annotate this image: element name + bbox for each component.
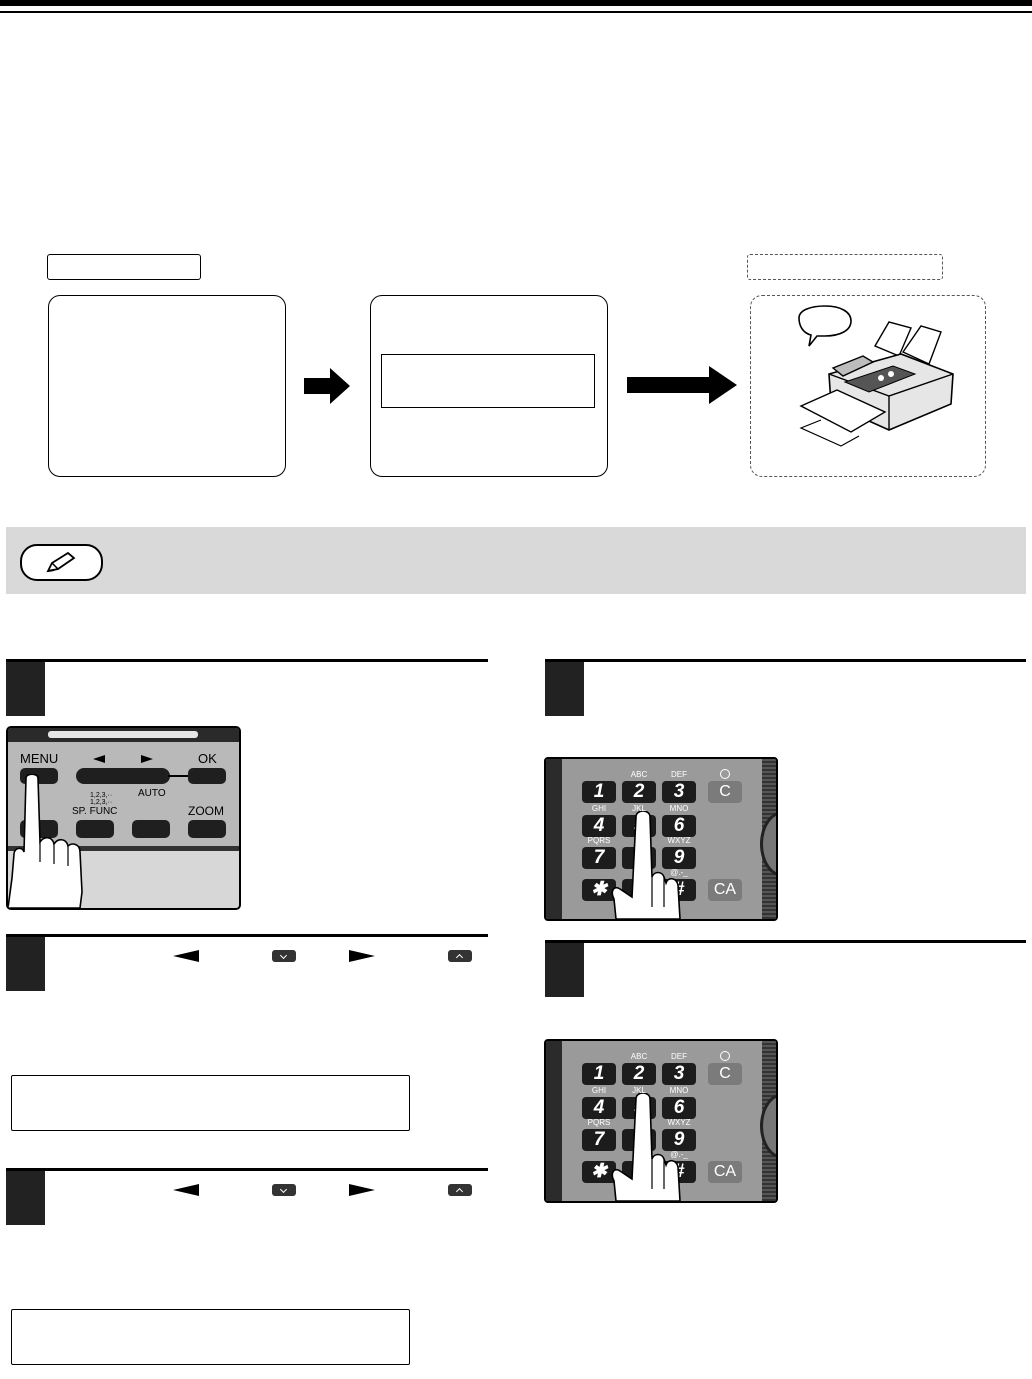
key-7[interactable]: 7: [582, 1129, 616, 1151]
step-1-number-box: [6, 662, 45, 716]
ok-label: OK: [198, 751, 217, 766]
key-letters: PQRS: [587, 1118, 611, 1127]
sp-func-label: SP. FUNC: [72, 806, 118, 817]
key-letters: PQRS: [587, 836, 611, 845]
key-letters: MNO: [669, 1086, 689, 1095]
arrow-right-large: [627, 366, 737, 404]
auto-button[interactable]: [132, 820, 170, 838]
flow-box-2-display: [381, 354, 595, 408]
flow-box-fax: [750, 295, 986, 477]
step-3-right-arrow-icon: [349, 1184, 375, 1196]
clear-all-key[interactable]: CA: [708, 1161, 742, 1183]
key-2[interactable]: 2: [622, 1063, 656, 1085]
flow-tag-right: [747, 254, 943, 280]
ok-button[interactable]: [188, 768, 226, 784]
step-4-rule: [545, 659, 1026, 662]
key-4[interactable]: 4: [582, 815, 616, 837]
key-letters: GHI: [591, 804, 607, 813]
step-3-display: [11, 1309, 410, 1365]
key-3[interactable]: 3: [662, 781, 696, 803]
sp-func-button[interactable]: [76, 820, 114, 838]
zoom-label: ZOOM: [188, 804, 224, 818]
key-letters: @.-_: [670, 1150, 688, 1159]
step-5-rule: [545, 940, 1026, 943]
step-2-right-arrow-icon: [349, 950, 375, 962]
flow-tag-left: [47, 254, 201, 280]
auto-label: AUTO: [138, 788, 166, 799]
right-arrow-icon: [141, 755, 153, 763]
step-2-up-key-icon: [448, 950, 472, 962]
key-6[interactable]: 6: [662, 815, 696, 837]
fax-machine-icon: [798, 305, 954, 447]
key-2[interactable]: 2: [622, 781, 656, 803]
panel-side-strip: [546, 1041, 562, 1201]
step-4-number-box: [545, 662, 584, 716]
control-panel-menu: MENU OK 1,2,3,·· 1,2,3,·· AUTO SP. FUNC …: [6, 726, 241, 910]
flow-box-2: [370, 295, 608, 477]
step-1-rule: [6, 659, 488, 662]
step-3-down-key-icon: [272, 1184, 296, 1196]
finger-icon: [611, 1093, 681, 1201]
key-9[interactable]: 9: [662, 1129, 696, 1151]
stop-icon: [720, 769, 730, 779]
key-letters: MNO: [669, 804, 689, 813]
step-3-rule: [6, 1168, 488, 1171]
step-3-up-key-icon: [448, 1184, 472, 1196]
step-2-down-key-icon: [272, 950, 296, 962]
finger-icon: [8, 774, 83, 908]
key-3[interactable]: 3: [662, 1063, 696, 1085]
finger-icon: [611, 811, 681, 919]
key-letters: DEF: [671, 770, 687, 779]
step-2-display: [11, 1075, 410, 1131]
key-star[interactable]: ✱: [582, 1161, 616, 1183]
step-2-left-arrow-icon: [173, 950, 199, 962]
clear-all-key[interactable]: CA: [708, 879, 742, 901]
copies-label: 1,2,3,·· 1,2,3,··: [90, 792, 113, 806]
step-2-rule: [6, 934, 488, 937]
step-2-number-box: [6, 937, 45, 991]
key-1[interactable]: 1: [582, 1063, 616, 1085]
zoom-button[interactable]: [188, 820, 226, 838]
key-letters: WXYZ: [667, 1118, 691, 1127]
key-7[interactable]: 7: [582, 847, 616, 869]
key-1[interactable]: 1: [582, 781, 616, 803]
key-letters: GHI: [591, 1086, 607, 1095]
clear-key[interactable]: C: [708, 781, 742, 803]
key-star[interactable]: ✱: [582, 879, 616, 901]
key-letters: JKL: [632, 1086, 646, 1095]
menu-label: MENU: [20, 751, 59, 766]
note-icon: [20, 544, 103, 581]
arrow-rocker-button[interactable]: [76, 768, 170, 784]
header-rule-thin: [0, 11, 1032, 13]
arrow-right-small: [304, 368, 350, 404]
step-5-number-box: [545, 943, 584, 997]
keypad-panel-1: 12ABC3DEF4GHI5JKL6MNO7PQRS89WXYZ✱0#@.-_C…: [544, 757, 778, 921]
note-band: [6, 527, 1026, 594]
key-letters: DEF: [671, 1052, 687, 1061]
key-letters: ABC: [630, 1052, 648, 1061]
key-letters: ABC: [630, 770, 648, 779]
key-9[interactable]: 9: [662, 847, 696, 869]
key-letters: WXYZ: [667, 836, 691, 845]
panel-side-strip: [546, 759, 562, 919]
left-arrow-icon: [93, 755, 105, 763]
step-3-left-arrow-icon: [173, 1184, 199, 1196]
step-3-number-box: [6, 1171, 45, 1225]
flow-box-1: [48, 295, 286, 477]
stop-icon: [720, 1051, 730, 1061]
key-letters: @.-_: [670, 868, 688, 877]
key-4[interactable]: 4: [582, 1097, 616, 1119]
key-letters: JKL: [632, 804, 646, 813]
clear-key[interactable]: C: [708, 1063, 742, 1085]
key-6[interactable]: 6: [662, 1097, 696, 1119]
header-rule-thick: [0, 0, 1032, 6]
keypad-panel-2: 12ABC3DEF4GHI5JKL6MNO7PQRS89WXYZ✱0#@.-_C…: [544, 1039, 778, 1203]
